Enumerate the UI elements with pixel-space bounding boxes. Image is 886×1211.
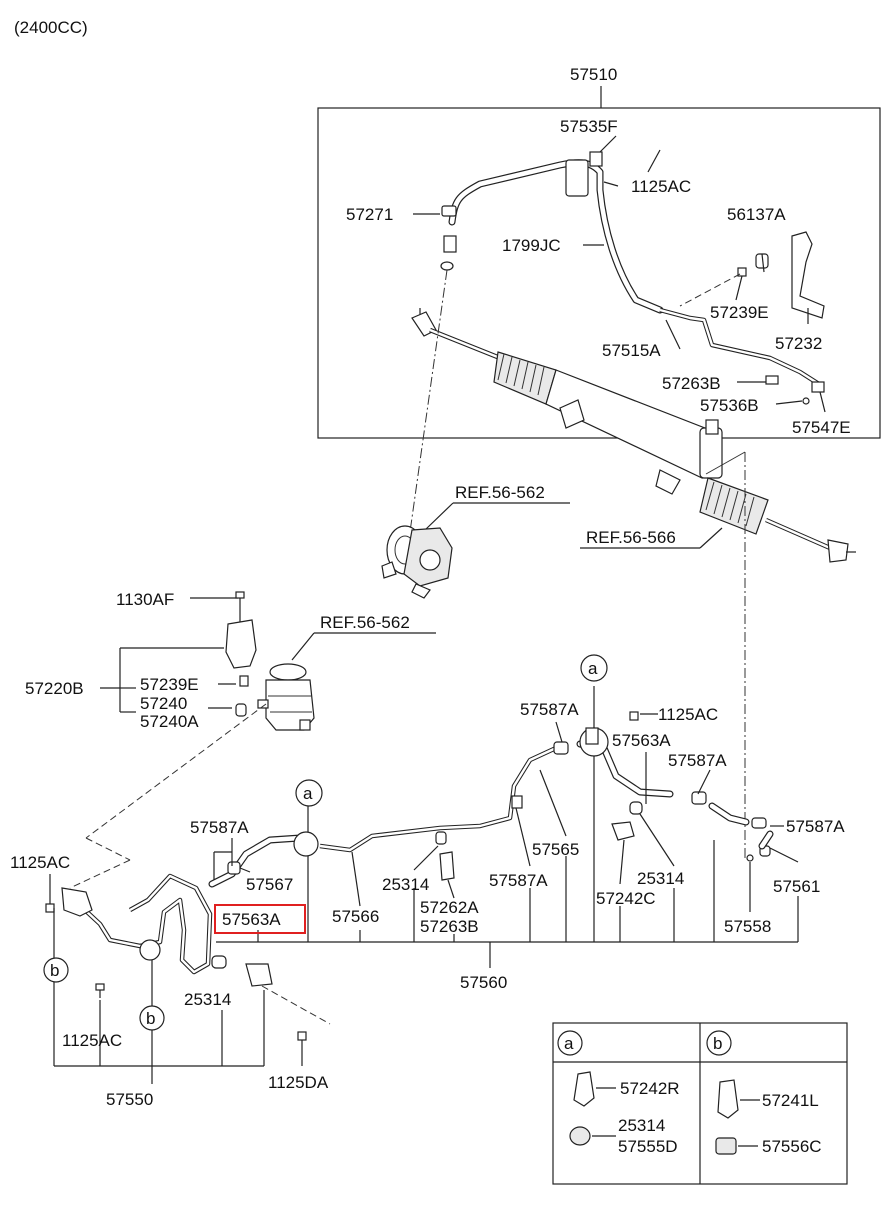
legend-a-item-1[interactable]: 57242R	[620, 1079, 680, 1098]
label-57240A[interactable]: 57240A	[140, 712, 199, 731]
label-57240[interactable]: 57240	[140, 694, 187, 713]
callout-a-1: a	[303, 784, 313, 803]
label-25314-left[interactable]: 25314	[184, 990, 231, 1009]
label-57547E[interactable]: 57547E	[792, 418, 851, 437]
legend-b-key: b	[713, 1034, 722, 1053]
label-1125DA[interactable]: 1125DA	[268, 1073, 329, 1092]
reservoir-group: 1130AF 57220B 57239E 57240 57240A REF.56…	[25, 590, 436, 889]
label-57567[interactable]: 57567	[246, 875, 293, 894]
label-57263B-low[interactable]: 57263B	[420, 917, 479, 936]
label-1799JC[interactable]: 1799JC	[502, 236, 561, 255]
steering-rack-drawing	[411, 308, 856, 563]
cooler-tube-group: 1125AC b b 25314 1125AC 1125DA 57550	[10, 853, 331, 1109]
bushing-icon	[715, 1137, 737, 1155]
label-57535F[interactable]: 57535F	[560, 117, 618, 136]
clip-57242R-icon	[573, 1071, 595, 1107]
label-57587A-left[interactable]: 57587A	[190, 818, 249, 837]
label-57263B-top[interactable]: 57263B	[662, 374, 721, 393]
label-57587A-2[interactable]: 57587A	[668, 751, 727, 770]
label-57239E-mid[interactable]: 57239E	[140, 675, 199, 694]
callout-b-1: b	[50, 961, 59, 980]
label-25314-mid[interactable]: 25314	[382, 875, 429, 894]
label-57587A-right[interactable]: 57587A	[786, 817, 845, 836]
legend-a-item-2[interactable]: 25314	[618, 1116, 665, 1135]
label-57242C[interactable]: 57242C	[596, 889, 656, 908]
pump-reference-group: REF.56-562 REF.56-566	[381, 483, 723, 599]
label-57587A-low[interactable]: 57587A	[489, 871, 548, 890]
label-1125AC-top[interactable]: 1125AC	[631, 177, 691, 196]
clamp-a-left	[293, 831, 319, 857]
label-56137A[interactable]: 56137A	[727, 205, 786, 224]
label-57536B[interactable]: 57536B	[700, 396, 759, 415]
reservoir-bracket-drawing	[225, 619, 257, 669]
engine-label: (2400CC)	[14, 18, 88, 37]
label-57561[interactable]: 57561	[773, 877, 820, 896]
label-1125AC-left[interactable]: 1125AC	[10, 853, 70, 872]
legend-a-key: a	[564, 1034, 574, 1053]
gear-assembly-frame	[317, 107, 881, 439]
legend-b-item-1[interactable]: 57241L	[762, 1091, 819, 1110]
label-57560[interactable]: 57560	[460, 973, 507, 992]
steering-gear-assembly-group: 57510	[317, 65, 881, 563]
ref-pump-label[interactable]: REF.56-562	[455, 483, 545, 502]
return-line-group: 57587A 1125AC 57563A 57587A 57587A 57587…	[190, 686, 845, 992]
label-57558[interactable]: 57558	[724, 917, 771, 936]
legend-box: a b 57242R 25314 57555D 57241L 57556C	[552, 1022, 848, 1185]
grommet-icon	[569, 1126, 591, 1146]
label-1130AF[interactable]: 1130AF	[116, 590, 174, 609]
label-57587A-1[interactable]: 57587A	[520, 700, 579, 719]
label-57232[interactable]: 57232	[775, 334, 822, 353]
highlight-57563A-box	[214, 904, 306, 934]
clip-57241L-icon	[717, 1079, 739, 1119]
label-57271[interactable]: 57271	[346, 205, 393, 224]
legend-a-item-3[interactable]: 57555D	[618, 1137, 678, 1156]
label-1125AC-mid[interactable]: 1125AC	[658, 705, 718, 724]
label-1125AC-low[interactable]: 1125AC	[62, 1031, 122, 1050]
label-57565[interactable]: 57565	[532, 840, 579, 859]
label-57515A[interactable]: 57515A	[602, 341, 661, 360]
ref-reservoir-label[interactable]: REF.56-562	[320, 613, 410, 632]
ref-gear-label[interactable]: REF.56-566	[586, 528, 676, 547]
label-57262A[interactable]: 57262A	[420, 898, 479, 917]
label-57566[interactable]: 57566	[332, 907, 379, 926]
label-57239E-top[interactable]: 57239E	[710, 303, 769, 322]
label-57510[interactable]: 57510	[570, 65, 617, 84]
legend-b-item-2[interactable]: 57556C	[762, 1137, 822, 1156]
callout-b-2: b	[146, 1009, 155, 1028]
reservoir-tank-drawing	[257, 663, 315, 731]
label-57563A-right[interactable]: 57563A	[612, 731, 671, 750]
label-25314-right[interactable]: 25314	[637, 869, 684, 888]
callout-a-2: a	[588, 659, 598, 678]
label-57220B[interactable]: 57220B	[25, 679, 84, 698]
power-steering-pump-drawing	[381, 525, 453, 599]
label-57550[interactable]: 57550	[106, 1090, 153, 1109]
label-57563A-highlighted[interactable]: 57563A	[222, 910, 281, 929]
